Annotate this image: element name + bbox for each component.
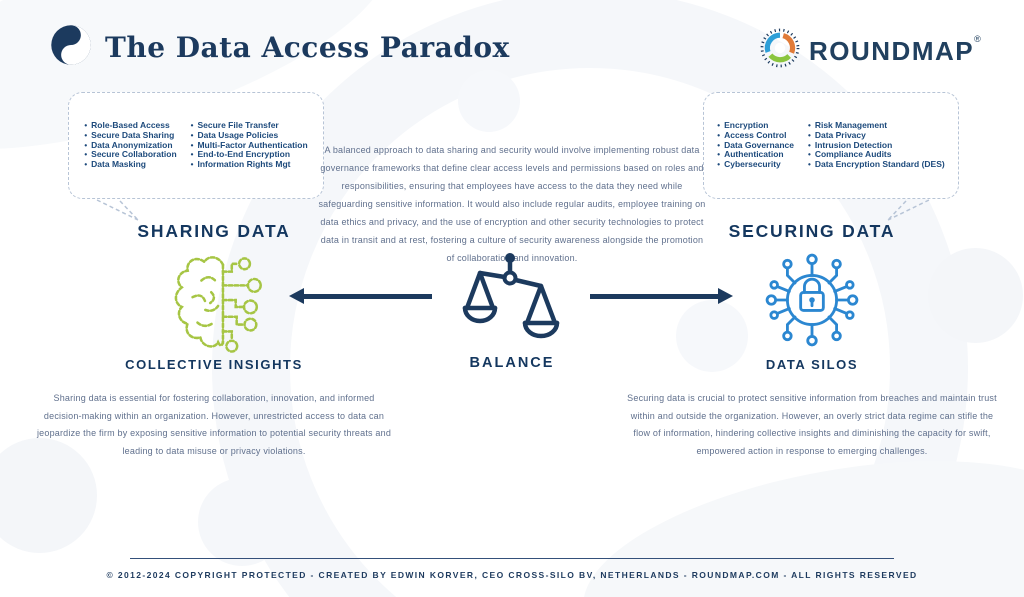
balance-label: BALANCE — [469, 355, 555, 371]
securing-data-heading: SECURING DATA — [728, 221, 896, 241]
left-arrow — [289, 288, 432, 304]
watermark-circle — [198, 478, 286, 566]
callout-tail-icon — [96, 199, 139, 221]
yin-yang-icon — [50, 24, 92, 71]
capability-item: Authentication — [717, 150, 794, 160]
brand-name: ROUNDMAP® — [809, 34, 983, 66]
capability-item: Data Privacy — [808, 130, 945, 141]
watermark-circle — [458, 70, 520, 132]
capability-item: Risk Management — [808, 120, 945, 131]
balance-scale-icon — [462, 253, 560, 339]
capability-item: Access Control — [717, 130, 794, 141]
capability-item: Data Governance — [717, 140, 794, 151]
securing-description: Securing data is crucial to protect sens… — [627, 393, 997, 456]
sharing-capabilities-column-2: Secure File Transfer Data Usage Policies… — [191, 120, 308, 170]
header: The Data Access Paradox — [50, 24, 510, 71]
balanced-approach-text: A balanced approach to data sharing and … — [318, 145, 706, 263]
capability-item: Information Rights Mgt — [191, 159, 308, 170]
sharing-capabilities-column-1: Role-Based Access Secure Data Sharing Da… — [84, 120, 177, 170]
capability-item: Intrusion Detection — [808, 140, 945, 151]
data-silos-label: DATA SILOS — [765, 357, 859, 372]
securing-capabilities-callout: Encryption Access Control Data Governanc… — [703, 92, 959, 199]
right-arrow — [590, 288, 733, 304]
lock-network-icon — [765, 253, 859, 347]
capability-item: Compliance Audits — [808, 150, 945, 160]
sharing-capabilities-callout: Role-Based Access Secure Data Sharing Da… — [68, 92, 324, 199]
registered-mark: ® — [974, 34, 983, 44]
capability-item: Encryption — [717, 120, 794, 131]
footer-divider — [130, 558, 894, 559]
page-title: The Data Access Paradox — [105, 31, 510, 64]
footer-copyright: © 2012-2024 COPYRIGHT PROTECTED - CREATE… — [106, 570, 918, 580]
sharing-description: Sharing data is essential for fostering … — [36, 393, 392, 456]
roundmap-logo-icon — [760, 28, 800, 73]
securing-capabilities-column-1: Encryption Access Control Data Governanc… — [717, 120, 794, 170]
capability-item: Data Encryption Standard (DES) — [808, 159, 945, 170]
collective-insights-label: COLLECTIVE INSIGHTS — [125, 357, 303, 372]
capability-item: Data Masking — [84, 159, 176, 170]
watermark-circle — [928, 248, 1023, 343]
sharing-data-heading: SHARING DATA — [137, 221, 291, 241]
securing-capabilities-column-2: Risk Management Data Privacy Intrusion D… — [808, 120, 945, 170]
capability-item: Cybersecurity — [717, 159, 794, 170]
brain-circuit-icon — [174, 256, 262, 353]
brand-logo: ROUNDMAP® — [760, 28, 982, 73]
